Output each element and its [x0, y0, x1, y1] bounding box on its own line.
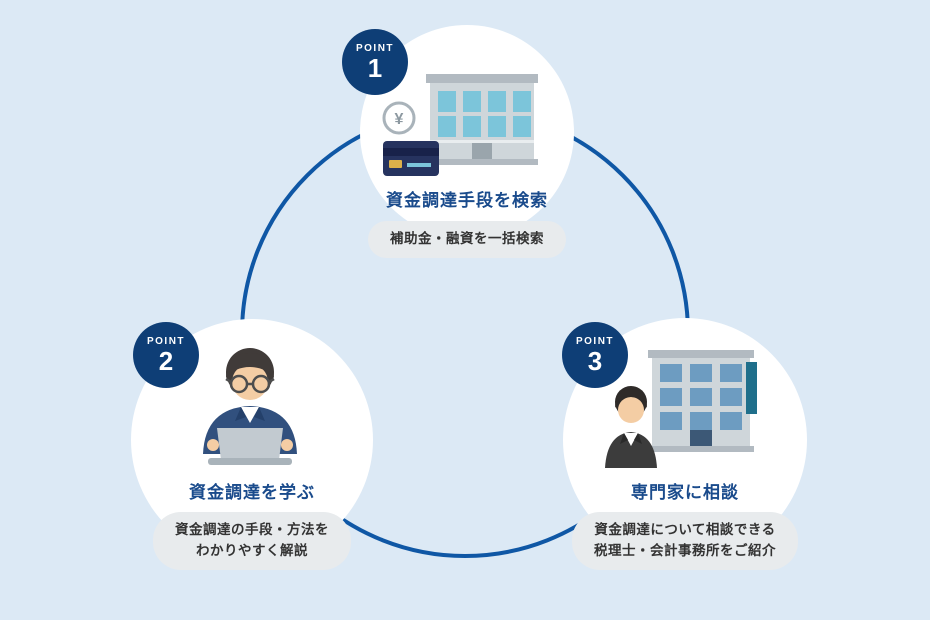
point-3-caption-line2: 税理士・会計事務所をご紹介: [594, 542, 776, 558]
point-3-title: 専門家に相談: [631, 483, 739, 502]
point-2-badge: POINT 2: [133, 322, 199, 388]
point-2-caption-line2: わかりやすく解説: [196, 542, 308, 558]
point-3-badge-label: POINT: [575, 336, 615, 347]
point-3-caption: 資金調達について相談できる 税理士・会計事務所をご紹介: [572, 512, 798, 570]
point-3-caption-line1: 資金調達について相談できる: [594, 522, 776, 537]
point-2-badge-label: POINT: [146, 336, 186, 347]
point-1-title: 資金調達手段を検索: [386, 191, 548, 210]
yen-coin-icon: [382, 101, 416, 135]
point-1-caption-line1: 補助金・融資を一括検索: [390, 231, 544, 246]
point-1-badge: POINT 1: [342, 29, 408, 95]
consultant-building-icon: [605, 350, 757, 468]
businessman-icon: [605, 386, 657, 468]
bank-yen-card-icon: ¥: [382, 74, 538, 176]
point-1-caption: 補助金・融資を一括検索: [368, 221, 566, 258]
credit-card-icon: [383, 141, 439, 176]
point-3-badge: POINT 3: [562, 322, 628, 388]
yen-symbol: ¥: [395, 111, 404, 128]
point-2-title: 資金調達を学ぶ: [189, 483, 315, 502]
point-3-badge-number: 3: [587, 346, 603, 376]
glasses-icon: [225, 374, 275, 394]
point-1-badge-number: 1: [367, 53, 383, 83]
point-1-badge-label: POINT: [355, 43, 395, 54]
office-building-icon: [648, 350, 757, 452]
point-2-caption: 資金調達の手段・方法を わかりやすく解説: [153, 512, 351, 570]
point-2-caption-line1: 資金調達の手段・方法を: [175, 522, 329, 537]
laptop-icon: [217, 428, 283, 460]
point-2-badge-number: 2: [158, 346, 174, 376]
person-laptop-icon: [203, 348, 297, 465]
